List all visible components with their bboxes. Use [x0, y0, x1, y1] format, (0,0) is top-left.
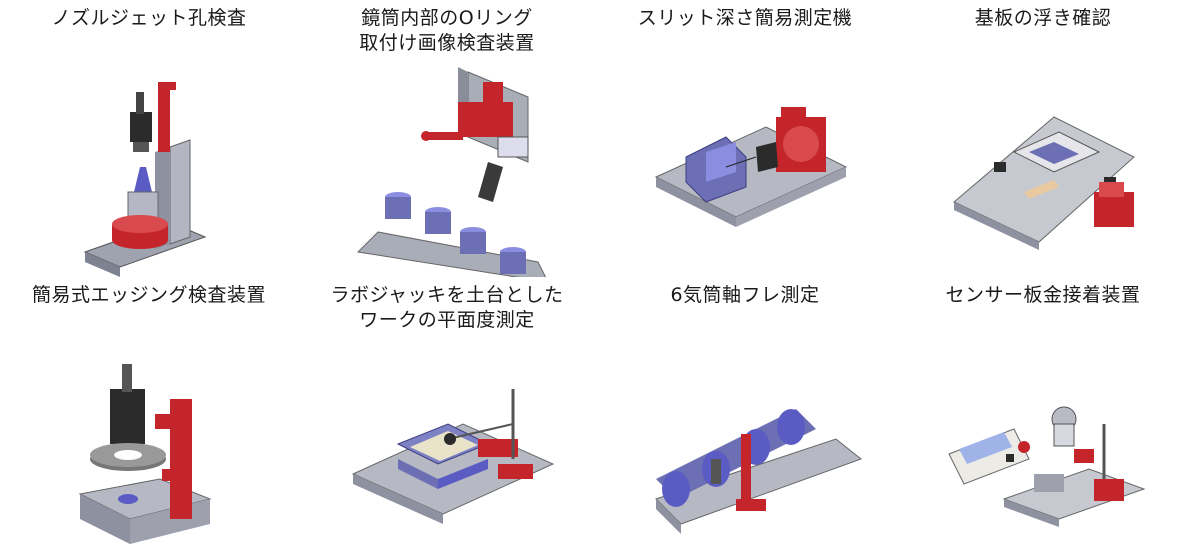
item-title: 基板の浮き確認: [974, 7, 1112, 29]
item-title: ノズルジェット孔検査: [51, 7, 247, 29]
gallery-item-flatness[interactable]: ラボジャッキを土台とした ワークの平面度測定: [298, 277, 596, 554]
nozzle-inspection-rig-image: [0, 52, 298, 277]
board-lift-check-rig-image: [894, 52, 1192, 277]
item-title: 鏡筒内部のOリング 取付け画像検査装置: [359, 7, 535, 54]
slit-depth-measuring-rig-image: [596, 52, 894, 277]
gallery-item-board-lift[interactable]: 基板の浮き確認: [894, 0, 1192, 277]
flatness-measuring-rig-image: [298, 329, 596, 554]
item-title: スリット深さ簡易測定機: [637, 7, 853, 29]
item-title: 6気筒軸フレ測定: [670, 284, 820, 306]
gallery-item-o-ring-inspection[interactable]: 鏡筒内部のOリング 取付け画像検査装置: [298, 0, 596, 277]
gallery-item-slit-depth[interactable]: スリット深さ簡易測定機: [596, 0, 894, 277]
item-title: 簡易式エッジング検査装置: [31, 284, 266, 306]
o-ring-inspection-rig-image: [298, 52, 596, 277]
item-title: ラボジャッキを土台とした ワークの平面度測定: [330, 284, 564, 331]
gallery-item-sensor-bonding[interactable]: センサー板金接着装置: [894, 277, 1192, 554]
crankshaft-runout-rig-image: [596, 329, 894, 554]
gallery-item-edging-inspection[interactable]: 簡易式エッジング検査装置: [0, 277, 298, 554]
sensor-bonding-rig-image: [894, 329, 1192, 554]
item-title: センサー板金接着装置: [945, 284, 1141, 306]
edging-inspection-rig-image: [0, 329, 298, 554]
gallery-item-nozzle-inspection[interactable]: ノズルジェット孔検査: [0, 0, 298, 277]
gallery-item-crankshaft-runout[interactable]: 6気筒軸フレ測定: [596, 277, 894, 554]
